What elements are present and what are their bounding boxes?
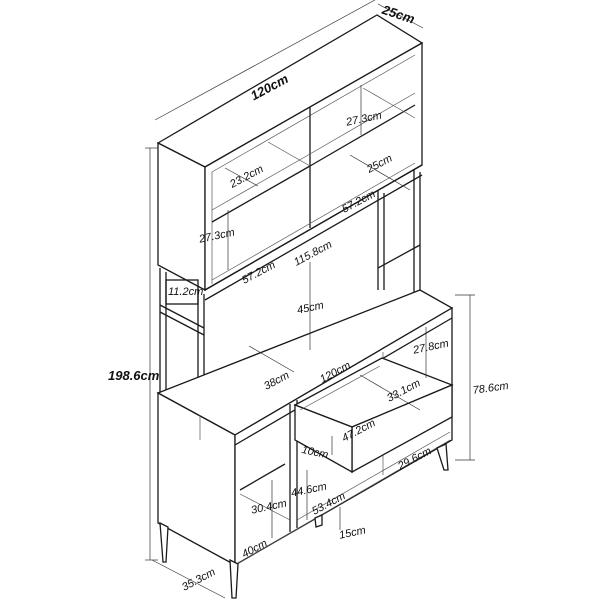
dimension-lines	[145, 0, 475, 599]
overall-height-label: 198.6cm	[108, 368, 160, 383]
hutch	[156, 14, 424, 301]
side-gap-label: 11.2cm	[168, 286, 204, 298]
drawer	[293, 357, 454, 474]
legs	[159, 443, 449, 599]
inner-dimension-lines	[224, 85, 427, 538]
